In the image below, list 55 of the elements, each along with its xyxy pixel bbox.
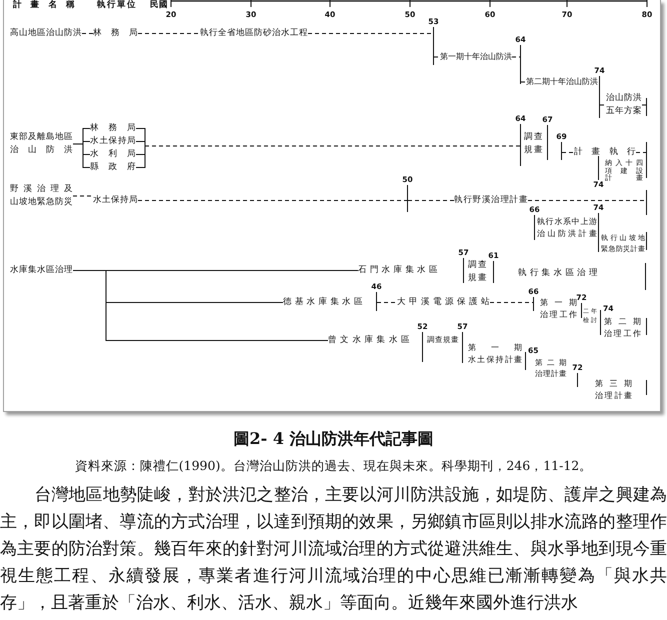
connector-line [512,56,520,58]
connector-line [636,152,646,153]
phase-label: 第三期治理計畫 [595,378,632,402]
connector-line [490,302,534,303]
connector-line [408,200,454,201]
year-marker [646,190,647,215]
agency-name: 水利局 [90,148,136,161]
phase-label: 執行野溪治理計畫 [454,194,528,207]
plan-name: 水庫集水區治理 [10,264,73,277]
phase-label: 第一期治理工作 [540,297,577,321]
year-marker [645,263,646,290]
year-marker [646,232,647,250]
connector-line [308,33,434,34]
agency-name: 林務局 [90,122,136,135]
catchment-name: 曾文水庫集水區 [328,334,410,347]
phase-label: 第二期治理工作 [604,316,641,340]
plan-name: 野溪治理及山坡地緊急防災 [10,183,73,209]
connector-line [138,33,200,34]
column-header: 執行單位 [97,0,136,10]
phase-label: 執行水系中上游治山防洪計畫 [537,215,597,239]
year-marker [646,98,647,116]
catchment-name: 石門水庫集水區 [358,264,438,277]
agency-name: 水土保持局 [93,194,138,207]
phase-label: 執行集水區治理 [518,267,598,280]
connector-line [562,152,574,153]
plan-name: 東部及離島地區治山防洪 [10,131,73,157]
phase-label: 調查規畫 [468,259,487,285]
connector-line [376,302,398,303]
column-header: 民國 [150,0,168,10]
agency-name: 林務局 [93,27,138,40]
connector-line [72,144,90,168]
phase-label: 執行全省地區防砂治水工程 [200,27,308,40]
connector-line [72,270,328,341]
connector-line [600,104,606,106]
plan-name: 高山地區治山防洪 [10,27,82,40]
connector-line [528,200,646,201]
column-header: 計畫名稱 [13,0,75,10]
catchment-name: 德基水庫集水區 [283,296,363,309]
phase-label: 第一期水土保持計畫 [468,342,522,366]
year-marker [646,380,647,395]
year-marker [646,318,647,335]
phase-label: 調查規畫 [524,131,543,157]
connector-line [138,200,408,201]
body-paragraph: 台灣地區地勢陡峻，對於洪氾之整治，主要以河川防洪設施，如堤防、護岸之興建為主，即以圍堵、導流的方式治理，以達到預期的效果，另鄉鎮市區則以排水流路的整理作為主要的防治對策。幾百年來的針對河川流域治理的方式從避洪維生、與水爭地到現今重視生態工程、永續發展，專業者進行河川流域治理的中心思維已漸漸轉變為「與水共存」，且著重於「治水、利水、活水、親水」等面向。近幾年來國外進行洪水 [0,484,667,615]
connector-line [434,56,440,58]
phase-label: 計畫執行 [574,146,636,159]
phase-label: 大甲溪電源保護站 [397,296,490,309]
year-marker [646,142,647,178]
connector-line [642,104,646,106]
connector-line [82,33,94,34]
agency-name: 水土保持局 [90,135,136,148]
phase-label: 治山防洪五年方案 [606,92,642,118]
agency-name: 縣政府 [90,161,136,174]
figure-caption: 圖2- 4 治山防洪年代記事圖 [232,428,435,450]
source-note: 資料來源：陳禮仁(1990)。台灣治山防洪的過去、現在與未來。科學期刊，246，11-12。 [74,457,594,475]
